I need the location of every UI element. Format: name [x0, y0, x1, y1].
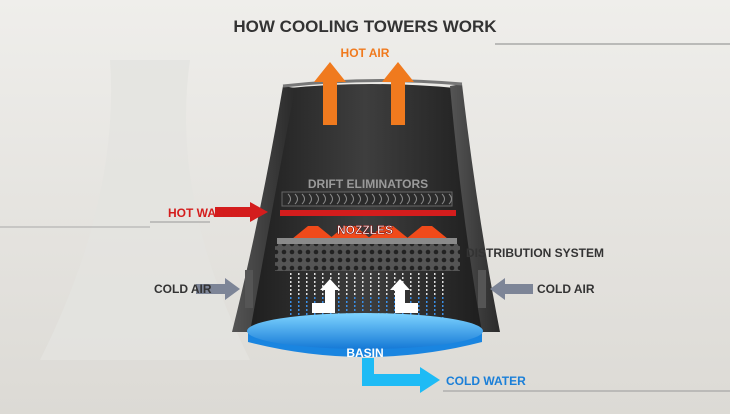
louver-left [245, 270, 253, 308]
label-cold-water: COLD WATER [446, 374, 526, 388]
cold-air-arrow-left-icon [196, 278, 240, 300]
cold-water-arrow-icon [362, 358, 440, 393]
label-basin: BASIN [346, 346, 383, 360]
distribution-system [275, 244, 460, 271]
arrow-up-icon [314, 62, 346, 125]
tower-wall-right [450, 84, 500, 332]
label-distribution-system: DISTRIBUTION SYSTEM [466, 246, 604, 260]
hot-water-arrow-icon [215, 202, 268, 222]
louver-right [478, 270, 486, 308]
label-drift-eliminators: DRIFT ELIMINATORS [308, 177, 428, 191]
label-cold-air-left: COLD AIR [154, 282, 212, 296]
diagram-title: HOW COOLING TOWERS WORK [233, 17, 497, 36]
label-nozzles: NOZZLES [337, 223, 393, 237]
distribution-plate [277, 238, 457, 244]
nozzles [292, 226, 448, 239]
hot-water-pipe [280, 210, 456, 216]
hot-air-arrows [314, 62, 414, 125]
air-flow-arrow-icon [390, 279, 418, 313]
arrow-up-icon [382, 62, 414, 125]
cold-air-arrow-right-icon [490, 278, 533, 300]
label-hot-air: HOT AIR [341, 46, 390, 60]
label-cold-air-right: COLD AIR [537, 282, 595, 296]
label-hot-water: HOT WATER [168, 206, 239, 220]
basin-water [247, 313, 483, 349]
air-flow-arrow-icon [312, 279, 340, 313]
